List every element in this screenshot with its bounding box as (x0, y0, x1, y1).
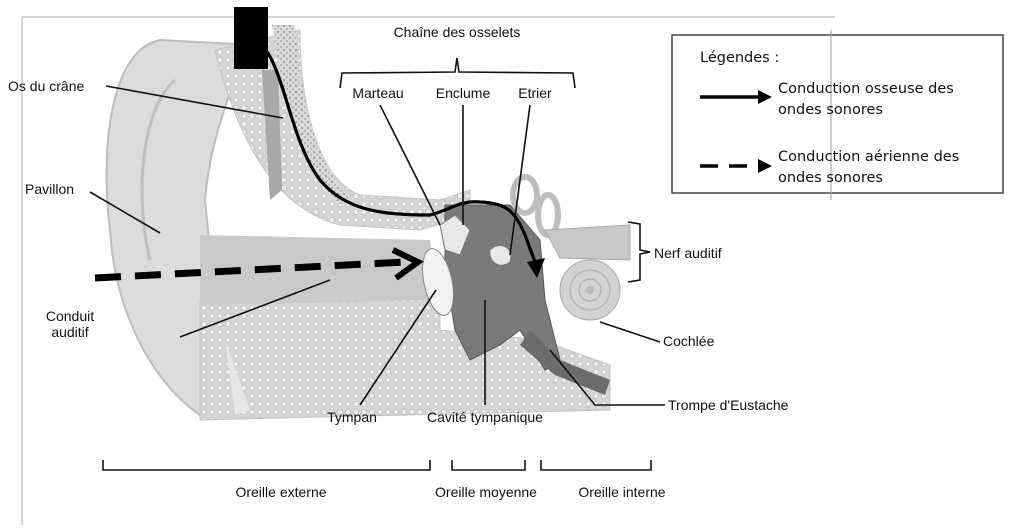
ear-illustration (105, 25, 631, 421)
label-cavite: Cavité tympanique (427, 409, 543, 425)
pinna (105, 38, 257, 420)
label-oreille-moyenne: Oreille moyenne (435, 484, 537, 500)
nerve-brace (627, 221, 651, 283)
label-oreille-interne: Oreille interne (578, 484, 665, 500)
ear-canal (200, 235, 440, 305)
legend-dashed-line1: Conduction aérienne des (778, 149, 959, 165)
bracket-middle (451, 460, 526, 471)
ossicle-chain-brace (339, 57, 576, 89)
bone-vibrator-block (234, 7, 268, 69)
label-tympan: Tympan (327, 409, 377, 425)
auditory-nerve (544, 224, 631, 261)
air-conduction-arrowhead (391, 247, 424, 281)
figure-frame (21, 16, 835, 525)
cochlea (559, 259, 621, 321)
legend-title: Légendes : (700, 50, 779, 66)
bracket-internal (540, 460, 652, 471)
legend-solid-arrow (700, 90, 772, 104)
label-oreille-externe: Oreille externe (235, 484, 326, 500)
leader-lines (89, 85, 665, 406)
label-cochlee: Cochlée (663, 333, 715, 349)
bone-conduction-arrowhead (527, 258, 545, 278)
label-etrier: Etrier (518, 85, 552, 101)
label-marteau: Marteau (352, 85, 403, 101)
label-pavillon: Pavillon (25, 181, 74, 197)
bone-conduction-path (260, 43, 537, 263)
legend-solid-line2: ondes sonores (778, 102, 883, 118)
legend-solid-line1: Conduction osseuse des (778, 81, 954, 97)
label-conduit-2: auditif (51, 324, 88, 340)
muscle (262, 70, 282, 200)
label-trompe: Trompe d'Eustache (668, 397, 789, 413)
label-os-crane: Os du crâne (8, 78, 84, 94)
bracket-external (102, 460, 431, 471)
legend-box (671, 34, 1004, 194)
legend-dashed-arrow (700, 159, 772, 173)
label-enclume: Enclume (436, 85, 491, 101)
label-chain: Chaîne des osselets (394, 24, 521, 40)
label-conduit-1: Conduit (46, 308, 94, 324)
legend: Légendes : Conduction osseuse des ondes … (671, 30, 1004, 200)
air-conduction-path (94, 258, 406, 282)
legend-dashed-line2: ondes sonores (778, 170, 883, 186)
label-nerf: Nerf auditif (654, 245, 722, 261)
